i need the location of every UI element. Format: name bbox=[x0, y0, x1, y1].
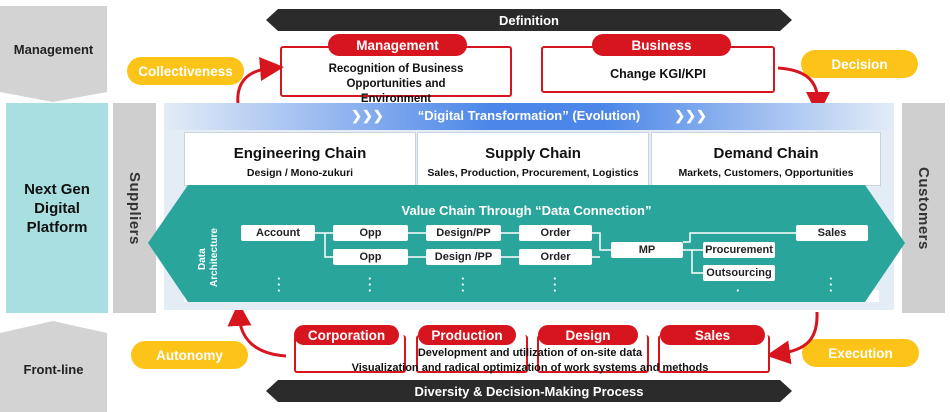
node-opp-1: Opp bbox=[333, 225, 408, 241]
autonomy-pill: Autonomy bbox=[131, 341, 248, 369]
sales-tag: Sales bbox=[660, 325, 765, 345]
business-tag-label: Business bbox=[631, 37, 692, 53]
node-outsourcing: Outsourcing bbox=[703, 265, 775, 281]
management-level: Management bbox=[0, 6, 107, 92]
node-mp: MP bbox=[611, 242, 683, 258]
node-order-1: Order bbox=[519, 225, 592, 241]
dx-chevrons-right-icon: ❯❯❯ bbox=[674, 108, 707, 123]
demand-chain-title: Demand Chain bbox=[713, 145, 819, 162]
platform-block: Next Gen Digital Platform bbox=[6, 103, 108, 313]
corporation-tag-label: Corporation bbox=[307, 327, 386, 343]
engineering-chain-box: Engineering Chain Design / Mono-zukuri bbox=[184, 132, 416, 186]
execution-pill: Execution bbox=[802, 339, 919, 367]
collectiveness-pill: Collectiveness bbox=[127, 57, 244, 85]
node-design-2: Design /PP bbox=[426, 249, 501, 265]
ellipsis-1: ··· bbox=[277, 271, 282, 298]
management-tag: Management bbox=[328, 34, 467, 56]
corporation-tag: Corporation bbox=[294, 325, 399, 345]
node-order-2: Order bbox=[519, 249, 592, 265]
frontline-level: Front-line bbox=[0, 333, 107, 405]
engineering-chain-title: Engineering Chain bbox=[233, 145, 367, 162]
customers-bar: Customers bbox=[902, 103, 945, 313]
autonomy-label: Autonomy bbox=[156, 347, 223, 363]
node-procurement: Procurement bbox=[703, 242, 775, 258]
value-chain-title: Value Chain Through “Data Connection” bbox=[401, 203, 652, 218]
production-tag: Production bbox=[418, 325, 516, 345]
management-tag-label: Management bbox=[356, 37, 439, 53]
decision-label: Decision bbox=[831, 56, 888, 72]
business-tag: Business bbox=[592, 34, 731, 56]
management-arrow-icon bbox=[0, 92, 107, 102]
definition-label: Definition bbox=[499, 12, 559, 28]
engineering-chain-sub: Design / Mono-zukuri bbox=[246, 167, 354, 179]
suppliers-label: Suppliers bbox=[126, 171, 143, 245]
frontline-arrow-icon bbox=[0, 321, 107, 412]
definition-banner-shape bbox=[266, 9, 792, 31]
demand-chain-sub: Markets, Customers, Opportunities bbox=[678, 167, 854, 179]
frontline-level-label: Front-line bbox=[23, 361, 84, 377]
dx-title: ❯❯❯ “Digital Transformation” (Evolution) ❯… bbox=[164, 108, 894, 126]
design-tag-label: Design bbox=[565, 327, 611, 343]
node-design-1: Design/PP bbox=[426, 225, 501, 241]
supply-chain-box: Supply Chain Sales, Production, Procurem… bbox=[417, 132, 649, 186]
ellipsis-4: ··· bbox=[553, 271, 558, 298]
ellipsis-5: · bbox=[736, 283, 741, 298]
frontline-text-line-1: Development and utilization of on-site d… bbox=[417, 347, 643, 359]
sales-tag-label: Sales bbox=[694, 327, 731, 343]
frontline-text: Development and utilization of on-site d… bbox=[290, 346, 770, 376]
node-opp-2: Opp bbox=[333, 249, 408, 265]
collectiveness-label: Collectiveness bbox=[138, 63, 233, 79]
node-account: Account bbox=[241, 225, 315, 241]
dx-title-label: “Digital Transformation” (Evolution) bbox=[417, 108, 641, 123]
management-box-text: Recognition of Business Opportunities an… bbox=[328, 63, 464, 105]
execution-label: Execution bbox=[828, 345, 893, 361]
frontline-text-line-2: Visualization and radical optimization o… bbox=[351, 362, 709, 374]
node-sales: Sales bbox=[796, 225, 868, 241]
business-box-text: Change KGI/KPI bbox=[610, 67, 706, 81]
suppliers-bar: Suppliers bbox=[113, 103, 156, 313]
decision-pill: Decision bbox=[801, 50, 918, 78]
definition-banner: Definition bbox=[266, 9, 792, 31]
management-level-label: Management bbox=[13, 41, 94, 57]
supply-chain-sub: Sales, Production, Procurement, Logistic… bbox=[427, 167, 639, 179]
customers-label: Customers bbox=[915, 166, 932, 250]
design-tag: Design bbox=[538, 325, 638, 345]
production-tag-label: Production bbox=[431, 327, 503, 343]
ellipsis-3: ··· bbox=[461, 271, 466, 298]
platform-label: Next Gen Digital Platform bbox=[24, 180, 90, 236]
bottom-banner-shape bbox=[266, 380, 792, 402]
ellipsis-6: ··· bbox=[829, 271, 834, 298]
bottom-banner-label: Diversity & Decision-Making Process bbox=[414, 383, 644, 399]
supply-chain-title: Supply Chain bbox=[485, 145, 581, 162]
ellipsis-2: ··· bbox=[368, 271, 373, 298]
dx-chevrons-left-icon: ❯❯❯ bbox=[351, 108, 384, 123]
bottom-banner: Diversity & Decision-Making Process bbox=[266, 380, 792, 402]
